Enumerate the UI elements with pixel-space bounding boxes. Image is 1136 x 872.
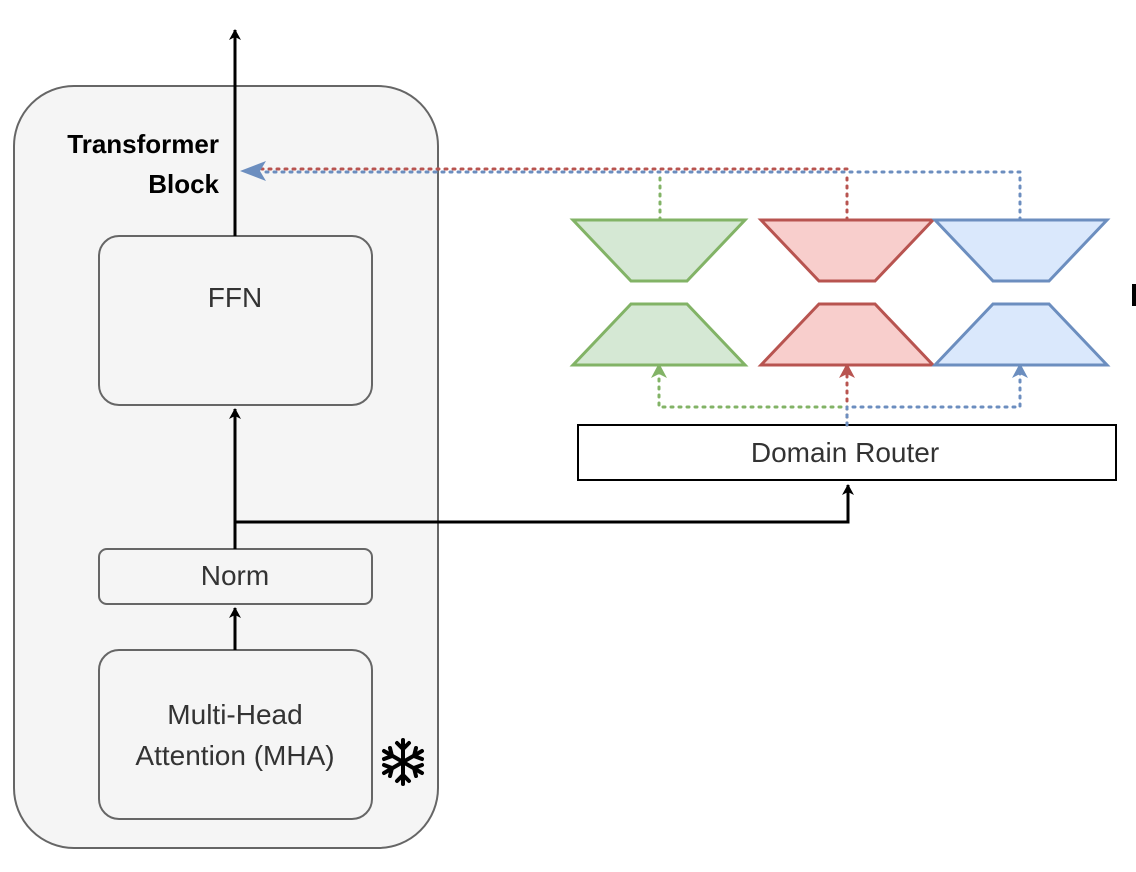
expert-output-arrowhead bbox=[240, 161, 266, 181]
expert-blue-down-projection bbox=[931, 302, 1111, 367]
expert-red-up-projection bbox=[757, 218, 937, 283]
route-arrowhead-blue bbox=[1012, 363, 1028, 378]
expert-green-down-projection bbox=[569, 302, 749, 367]
snowflake-icon bbox=[382, 738, 424, 786]
experts-group bbox=[569, 218, 1111, 367]
expert-green-up-projection bbox=[569, 218, 749, 283]
expert-blue-up-projection bbox=[931, 218, 1111, 283]
ffn-label: FFN bbox=[208, 282, 262, 313]
mha-label-line2: Attention (MHA) bbox=[135, 740, 334, 771]
arrow-to-domain-router bbox=[235, 484, 854, 524]
block-title-line1: Transformer bbox=[67, 129, 219, 159]
expert-red-down-projection bbox=[757, 302, 937, 367]
route-line-green bbox=[657, 370, 849, 427]
block-title-line2: Block bbox=[148, 169, 219, 199]
mha-box bbox=[98, 649, 373, 820]
norm-label: Norm bbox=[201, 560, 269, 591]
route-line-blue bbox=[845, 370, 1022, 427]
route-arrowhead-green bbox=[651, 363, 667, 378]
domain-router-label: Domain Router bbox=[751, 437, 939, 468]
cropped-edge-mark bbox=[1132, 284, 1136, 306]
ffn-box bbox=[98, 235, 373, 406]
mha-label-line1: Multi-Head bbox=[167, 699, 302, 730]
route-arrowhead-red bbox=[839, 363, 855, 378]
expert-out-line-blue bbox=[260, 170, 1022, 222]
